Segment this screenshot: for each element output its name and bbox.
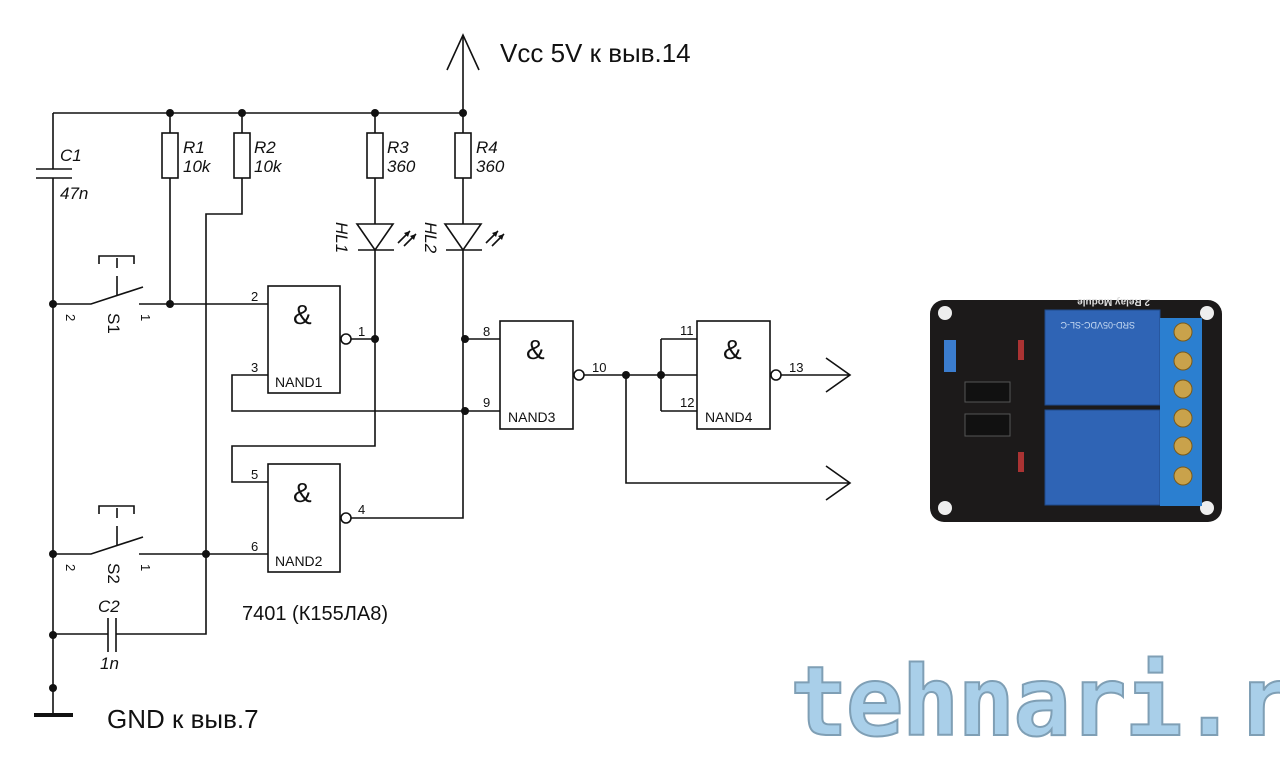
- r4-name: R4: [476, 138, 498, 157]
- nand2-pin-in-a: 5: [251, 467, 258, 482]
- nand1-pin-in-b: 3: [251, 360, 258, 375]
- nand1-pin-in-a: 2: [251, 289, 258, 304]
- led-hl1: HL1: [332, 222, 417, 253]
- capacitor-c1: C1 47n: [36, 146, 88, 203]
- nand1-pin-out: 1: [358, 324, 365, 339]
- gnd-label: GND к выв.7: [107, 704, 259, 734]
- nand3-pin-in-a: 8: [483, 324, 490, 339]
- c1-name: C1: [60, 146, 82, 165]
- nand3-name: NAND3: [508, 409, 556, 425]
- s2-pin-2: 2: [63, 564, 78, 571]
- resistor-r2: R2 10k: [233, 132, 283, 179]
- switch-s2: 2 1 S2: [63, 505, 153, 584]
- r4-value: 360: [476, 157, 505, 176]
- hl1-name: HL1: [332, 222, 351, 253]
- hl2-name: HL2: [421, 222, 440, 254]
- nand2-name: NAND2: [275, 553, 323, 569]
- r3-value: 360: [387, 157, 416, 176]
- r1-name: R1: [183, 138, 205, 157]
- and-symbol: &: [293, 299, 312, 330]
- nand4-pin-out: 13: [789, 360, 803, 375]
- r2-name: R2: [254, 138, 276, 157]
- resistor-r4: R4 360: [454, 132, 505, 179]
- s1-pin-2: 2: [63, 314, 78, 321]
- nand2-pin-in-b: 6: [251, 539, 258, 554]
- switch-s1: 2 1 S1: [63, 255, 153, 334]
- c1-value: 47n: [60, 184, 88, 203]
- resistor-r1: R1 10k: [161, 132, 212, 179]
- nand4-pin-in-a: 11: [680, 323, 694, 338]
- junction-dots: [49, 109, 665, 692]
- capacitor-c2: C2 1n: [98, 597, 120, 673]
- s2-name: S2: [104, 563, 123, 584]
- and-symbol: &: [723, 334, 742, 365]
- r2-value: 10k: [254, 157, 283, 176]
- nand2-pin-out: 4: [358, 502, 365, 517]
- nand3-pin-in-b: 9: [483, 395, 490, 410]
- nand3-pin-out: 10: [592, 360, 606, 375]
- c2-name: C2: [98, 597, 120, 616]
- relay-text: SRD-05VDC-SL-C: [1060, 320, 1135, 330]
- gate-nand3: & NAND3 8 9 10: [483, 320, 606, 430]
- s2-pin-1: 1: [138, 564, 153, 571]
- led-hl2: HL2: [421, 222, 505, 254]
- r1-value: 10k: [183, 157, 212, 176]
- s1-name: S1: [104, 313, 123, 334]
- relay-header-text: 2 Relay Module: [1077, 296, 1150, 307]
- gate-nand4: & NAND4 11 12 13: [680, 320, 803, 430]
- vcc-label: Vcc 5V к выв.14: [500, 38, 691, 68]
- chip-label: 7401 (К155ЛА8): [242, 603, 388, 625]
- c2-value: 1n: [100, 654, 119, 673]
- nand4-name: NAND4: [705, 409, 753, 425]
- watermark-logo: tehnari.ru: [790, 646, 1280, 758]
- and-symbol: &: [526, 334, 545, 365]
- nand4-pin-in-b: 12: [680, 395, 694, 410]
- gate-nand1: & NAND1 2 3 1: [251, 285, 365, 394]
- gate-nand2: & NAND2 5 6 4: [251, 463, 365, 573]
- s1-pin-1: 1: [138, 314, 153, 321]
- nand1-name: NAND1: [275, 374, 323, 390]
- resistor-r3: R3 360: [366, 132, 416, 179]
- and-symbol: &: [293, 477, 312, 508]
- relay-module-image: SRD-05VDC-SL-C 2 Relay Module: [930, 296, 1222, 522]
- r3-name: R3: [387, 138, 409, 157]
